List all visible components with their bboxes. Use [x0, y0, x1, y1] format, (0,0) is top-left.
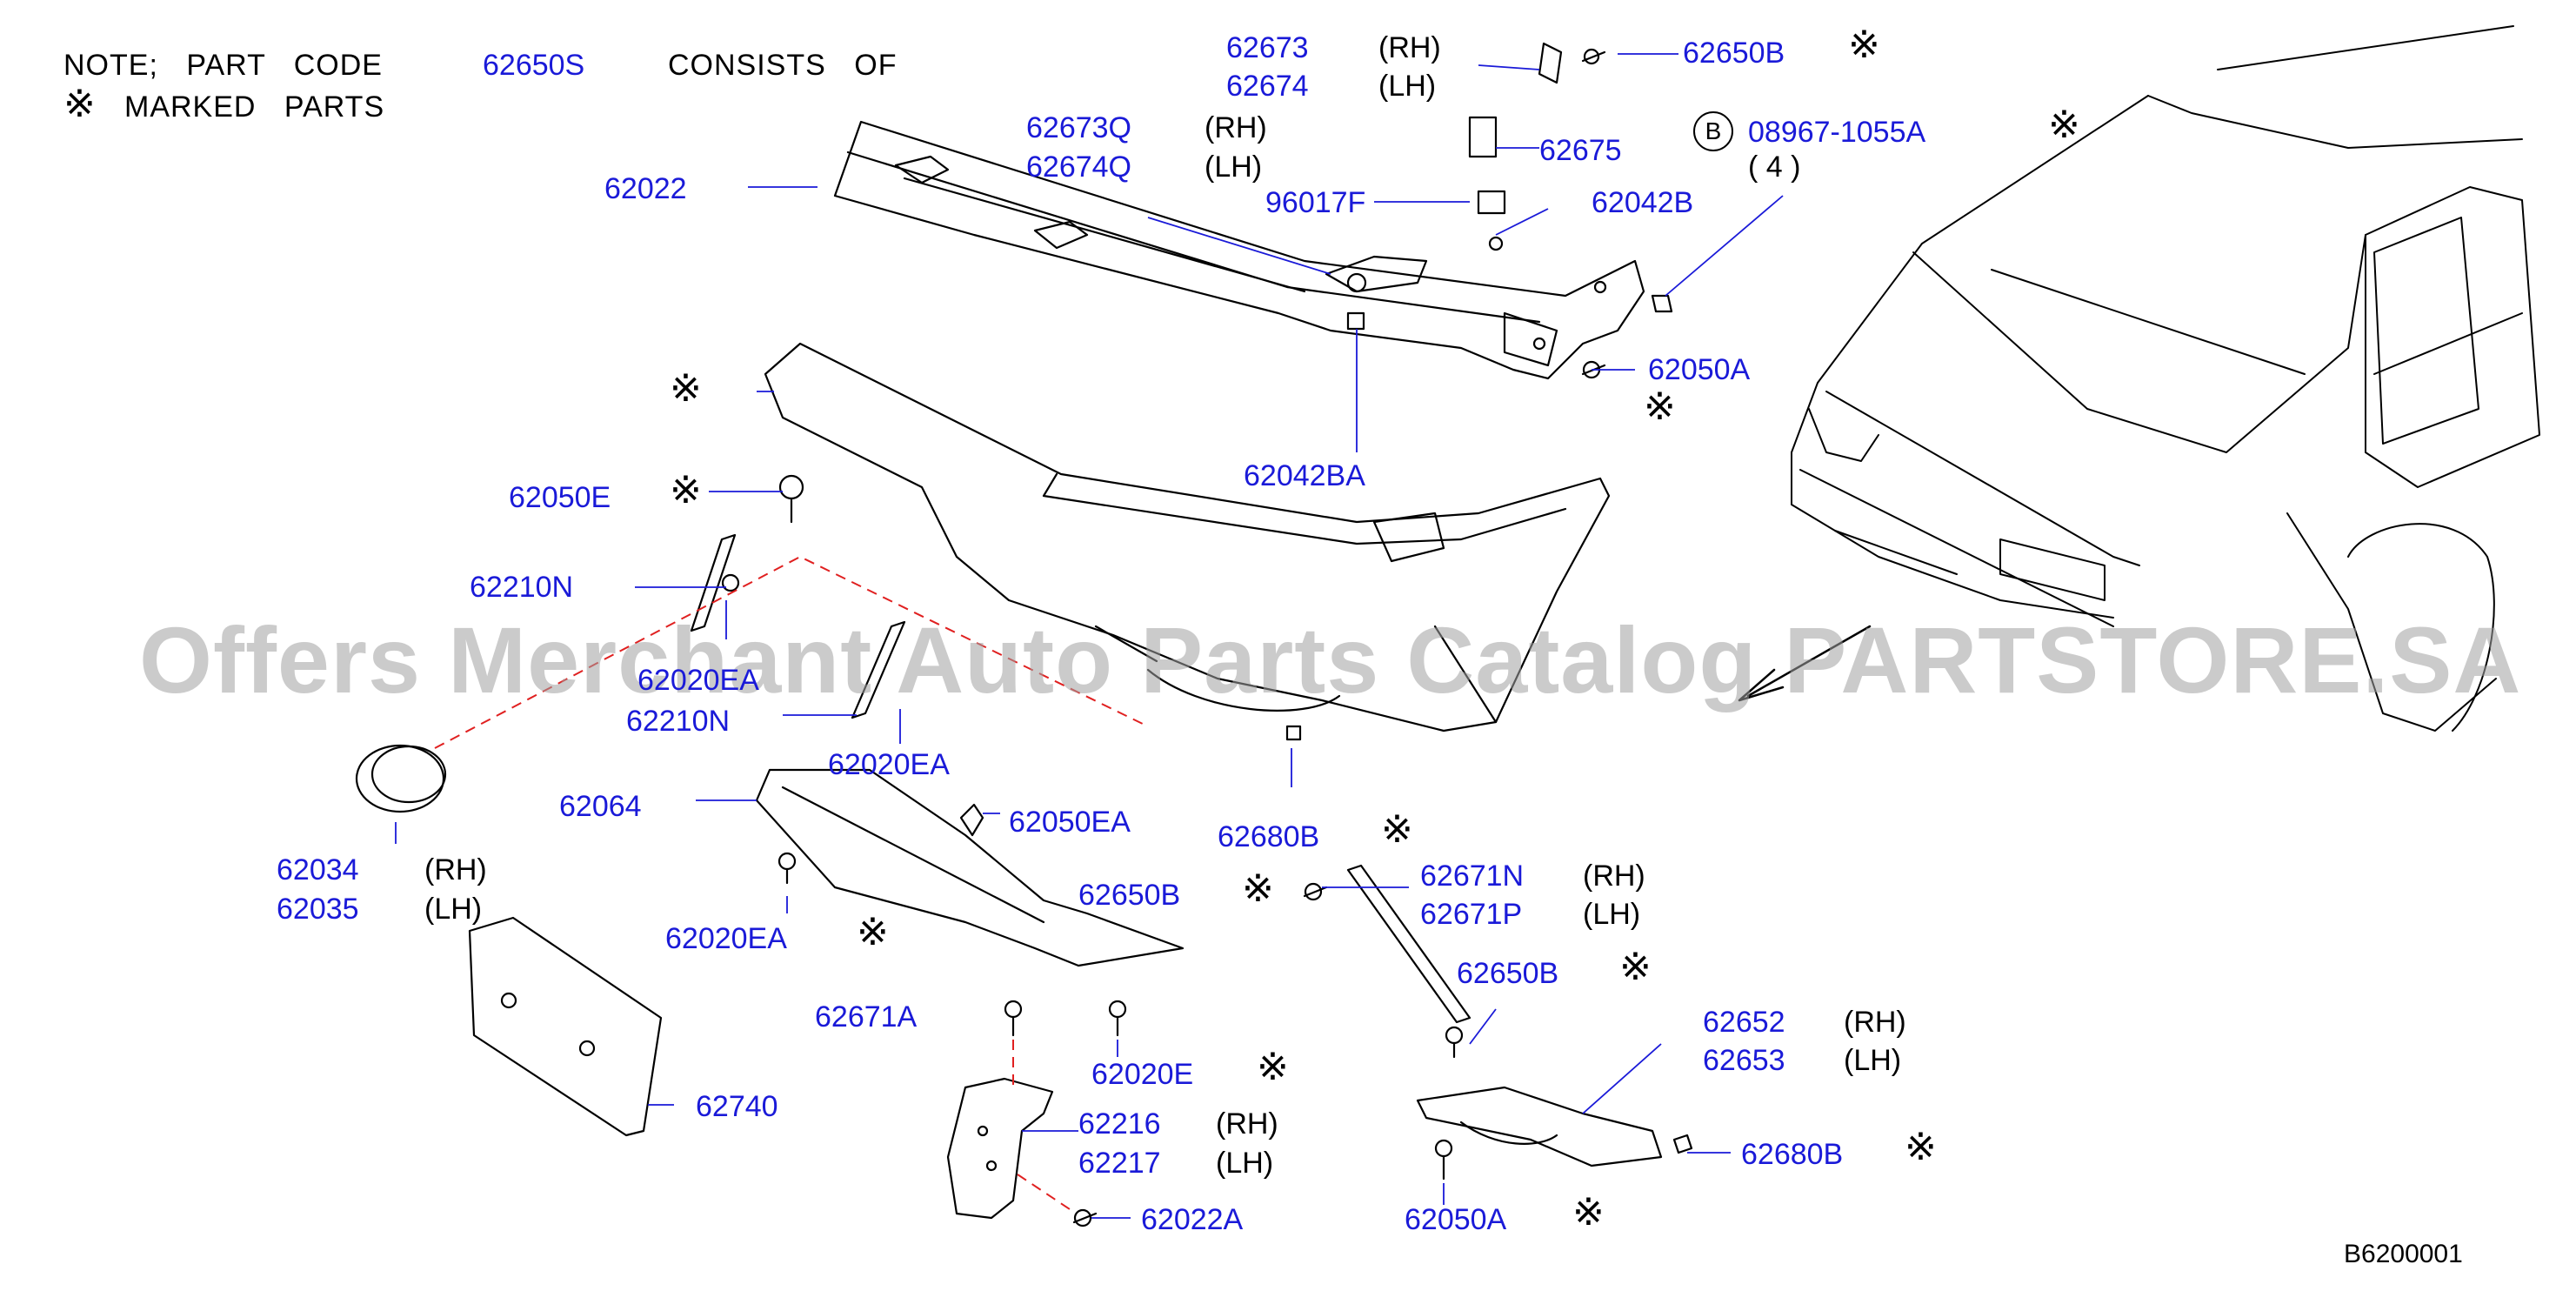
label-62020ea-c: 62020EA: [665, 922, 787, 955]
mark-icon: ※: [670, 367, 702, 410]
label-08967-qty: ( 4 ): [1748, 151, 1801, 184]
label-62673-side: (RH): [1378, 31, 1441, 64]
label-62022a: 62022A: [1141, 1203, 1244, 1236]
mark-icon: ※: [1242, 867, 1274, 910]
label-62050a-top: 62050A: [1648, 353, 1751, 386]
vehicle-outline: [1791, 25, 2540, 732]
fasteners: [777, 42, 1693, 1227]
diagram-reference: B6200001: [2344, 1240, 2463, 1268]
mark-icon: ※: [1644, 385, 1676, 428]
note-line-1: NOTE; PART CODE: [63, 49, 383, 82]
label-08967-1055a: 08967-1055A: [1748, 116, 1926, 149]
label-62050ea: 62050EA: [1009, 806, 1131, 839]
label-62673q-side: (RH): [1205, 111, 1267, 144]
label-62020ea-a: 62020EA: [637, 664, 759, 697]
label-62022: 62022: [604, 172, 687, 205]
mark-icon: ※: [1848, 23, 1880, 66]
label-62216: 62216: [1078, 1107, 1161, 1140]
label-62652-side: (RH): [1844, 1006, 1906, 1039]
label-62035-side: (LH): [424, 893, 483, 926]
label-62740: 62740: [696, 1090, 778, 1123]
mark-icon: ※: [1381, 808, 1413, 851]
label-62675: 62675: [1539, 134, 1622, 167]
label-62653-side: (LH): [1844, 1044, 1902, 1077]
label-62674q-side: (LH): [1205, 151, 1263, 184]
leader-lines: [395, 53, 1784, 1219]
label-96017f: 96017F: [1265, 186, 1366, 219]
label-62042b: 62042B: [1592, 186, 1694, 219]
lower-stay: [1346, 864, 1472, 1024]
label-62671n-side: (RH): [1583, 860, 1645, 893]
mark-icon: ※: [1905, 1126, 1937, 1168]
label-62020ea-b: 62020EA: [828, 748, 950, 781]
mark-icon: ※: [857, 911, 889, 953]
label-62650b-low: 62650B: [1457, 957, 1559, 990]
fog-lamp: [355, 744, 447, 813]
label-62650b-mid: 62650B: [1078, 879, 1181, 912]
label-62653: 62653: [1703, 1044, 1785, 1077]
note-mark-icon: ※: [63, 83, 96, 125]
side-bracket: [946, 1077, 1054, 1220]
label-62674q: 62674Q: [1026, 151, 1131, 184]
note-part-code: 62650S: [483, 49, 585, 82]
upper-reinforcement: [833, 120, 1645, 380]
note-line-2: MARKED PARTS: [124, 90, 385, 124]
label-62650b-top: 62650B: [1683, 37, 1785, 70]
lower-spoiler: [755, 768, 1185, 967]
label-62671p-side: (LH): [1583, 898, 1641, 931]
label-62035: 62035: [277, 893, 359, 926]
alignment-guides: [434, 555, 1149, 1210]
label-62216-side: (RH): [1216, 1107, 1278, 1140]
label-62210n-a: 62210N: [470, 571, 574, 604]
label-62680b-a: 62680B: [1218, 820, 1320, 853]
label-62680b-b: 62680B: [1741, 1138, 1844, 1171]
label-62064: 62064: [559, 790, 642, 823]
label-62020e: 62020E: [1091, 1058, 1194, 1091]
stays: [690, 474, 906, 719]
mark-icon: ※: [2048, 104, 2080, 146]
label-62652: 62652: [1703, 1006, 1785, 1039]
label-62210n-b: 62210N: [626, 705, 731, 738]
label-62034-side: (RH): [424, 853, 487, 886]
mark-icon: ※: [1257, 1046, 1289, 1088]
label-62050a-low: 62050A: [1405, 1203, 1507, 1236]
label-62671n: 62671N: [1420, 860, 1525, 893]
label-62671p: 62671P: [1420, 898, 1523, 931]
grille-fascia: [764, 342, 1611, 732]
label-62034: 62034: [277, 853, 359, 886]
circle-b-icon: B: [1693, 111, 1733, 151]
label-62050e: 62050E: [509, 481, 611, 514]
watermark: Offers Merchant Auto Parts Catalog PARTS…: [139, 607, 2522, 712]
under-cover: [1416, 1086, 1663, 1167]
mark-icon: ※: [1619, 946, 1652, 988]
note-line-1-end: CONSISTS OF: [668, 49, 898, 82]
direction-arrow: [1738, 625, 1872, 702]
label-62671a: 62671A: [815, 1000, 918, 1033]
mark-icon: ※: [1572, 1191, 1605, 1234]
label-62673: 62673: [1226, 31, 1309, 64]
label-62042ba: 62042BA: [1244, 459, 1365, 492]
label-62217: 62217: [1078, 1147, 1161, 1180]
license-bracket: [468, 916, 663, 1137]
mark-icon: ※: [670, 469, 702, 512]
label-62217-side: (LH): [1216, 1147, 1274, 1180]
label-62674-side: (LH): [1378, 70, 1437, 103]
label-62674: 62674: [1226, 70, 1309, 103]
label-62673q: 62673Q: [1026, 111, 1131, 144]
